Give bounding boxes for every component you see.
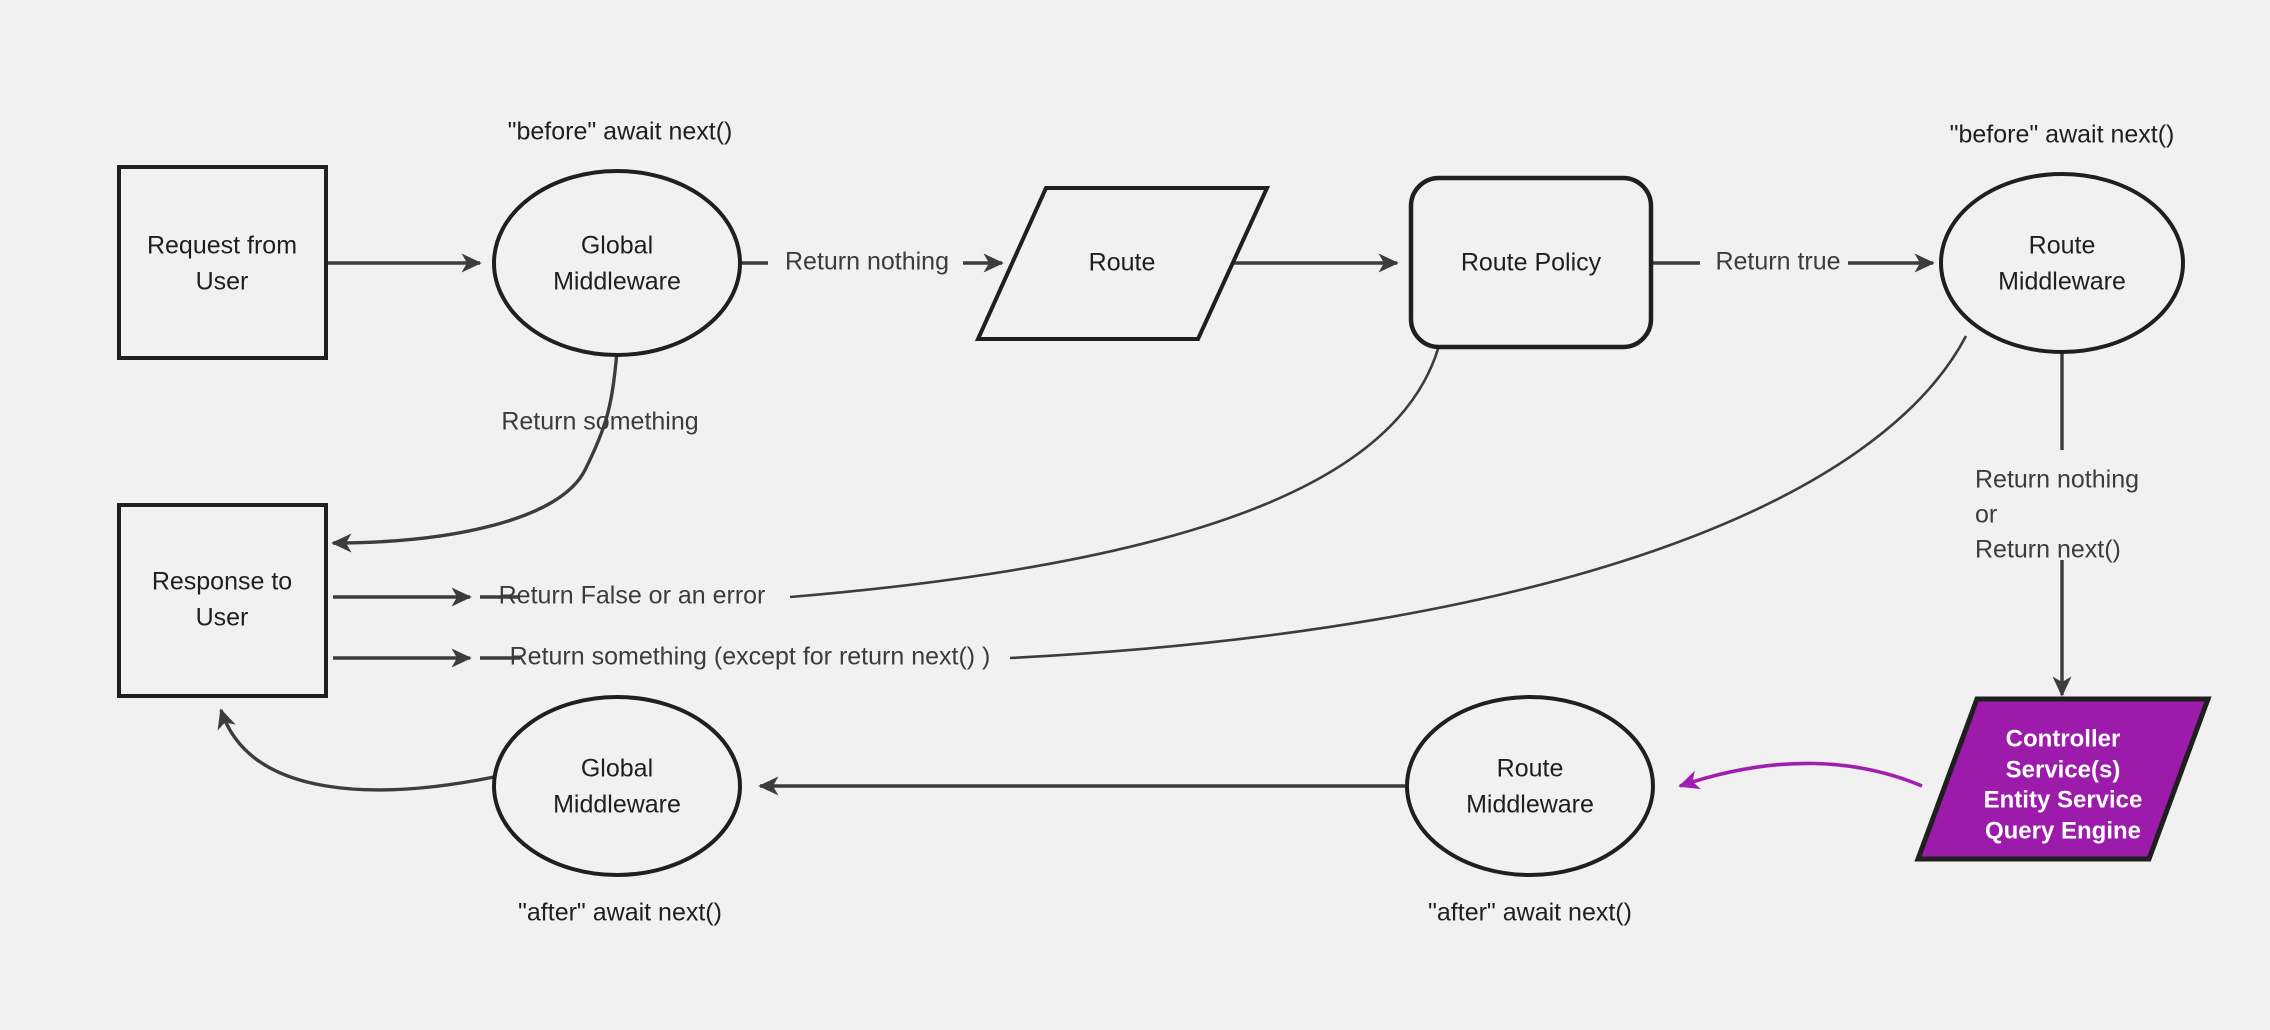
annotation-before-await-next-global: "before" await next() — [508, 118, 733, 146]
node-controller-label-line3: Entity Service — [1984, 786, 2143, 813]
edge-label-return-nothing-or-next-line1: Return nothing — [1975, 466, 2139, 494]
edge-global-middleware-bottom-to-response — [217, 708, 495, 792]
node-route-middleware-top-label-line2: Middleware — [1998, 268, 2126, 296]
node-route-middleware-bottom-label-line1: Route — [1497, 755, 1564, 783]
edge-controller-to-route-middleware-bottom — [1678, 761, 1923, 790]
node-request-from-user[interactable] — [117, 165, 328, 360]
node-route-policy[interactable] — [1408, 175, 1654, 350]
node-route-label: Route — [1089, 249, 1156, 277]
node-request-from-user-label-line2: User — [196, 268, 249, 296]
node-route-middleware-top[interactable] — [1939, 172, 2185, 354]
edge-label-return-false-or-error: Return False or an error — [499, 582, 766, 610]
node-global-middleware-top-label-line2: Middleware — [553, 268, 681, 296]
node-route-middleware-bottom-label-line2: Middleware — [1466, 791, 1594, 819]
node-route-middleware-bottom[interactable] — [1405, 695, 1655, 877]
edge-label-return-nothing-or-next-line3: Return next() — [1975, 536, 2121, 564]
node-route-policy-label: Route Policy — [1461, 249, 1602, 277]
edge-label-return-true: Return true — [1715, 248, 1840, 276]
node-controller-services[interactable] — [1914, 696, 2212, 862]
node-global-middleware-bottom-label-line2: Middleware — [553, 791, 681, 819]
edge-label-return-something-except: Return something (except for return next… — [510, 643, 991, 671]
edge-label-return-nothing: Return nothing — [785, 248, 949, 276]
node-global-middleware-top[interactable] — [492, 169, 742, 357]
node-controller-label-line1: Controller — [2006, 725, 2121, 752]
node-route-middleware-top-label-line1: Route — [2029, 232, 2096, 260]
node-route[interactable] — [974, 186, 1271, 341]
node-controller-label-line2: Service(s) — [2006, 756, 2121, 783]
node-global-middleware-bottom[interactable] — [492, 695, 742, 877]
annotation-before-await-next-route-middleware: "before" await next() — [1950, 121, 2175, 149]
node-global-middleware-bottom-label-line1: Global — [581, 755, 653, 783]
edge-global-middleware-return-something-to-response — [331, 351, 619, 553]
edge-label-return-something-global: Return something — [501, 408, 698, 436]
edge-route-middleware-return-something-curve — [1009, 335, 1968, 660]
annotation-after-await-next-route-middleware: "after" await next() — [1428, 899, 1632, 927]
node-controller-label-line4: Query Engine — [1985, 817, 2141, 844]
node-response-to-user-label-line1: Response to — [152, 568, 292, 596]
node-request-from-user-label-line1: Request from — [147, 232, 297, 260]
edge-route-policy-return-false-curve — [789, 348, 1440, 599]
edge-label-return-nothing-or-next-line2: or — [1975, 501, 1997, 529]
node-global-middleware-top-label-line1: Global — [581, 232, 653, 260]
annotation-after-await-next-global: "after" await next() — [518, 899, 722, 927]
node-response-to-user-label-line2: User — [196, 604, 249, 632]
node-response-to-user[interactable] — [117, 503, 328, 698]
